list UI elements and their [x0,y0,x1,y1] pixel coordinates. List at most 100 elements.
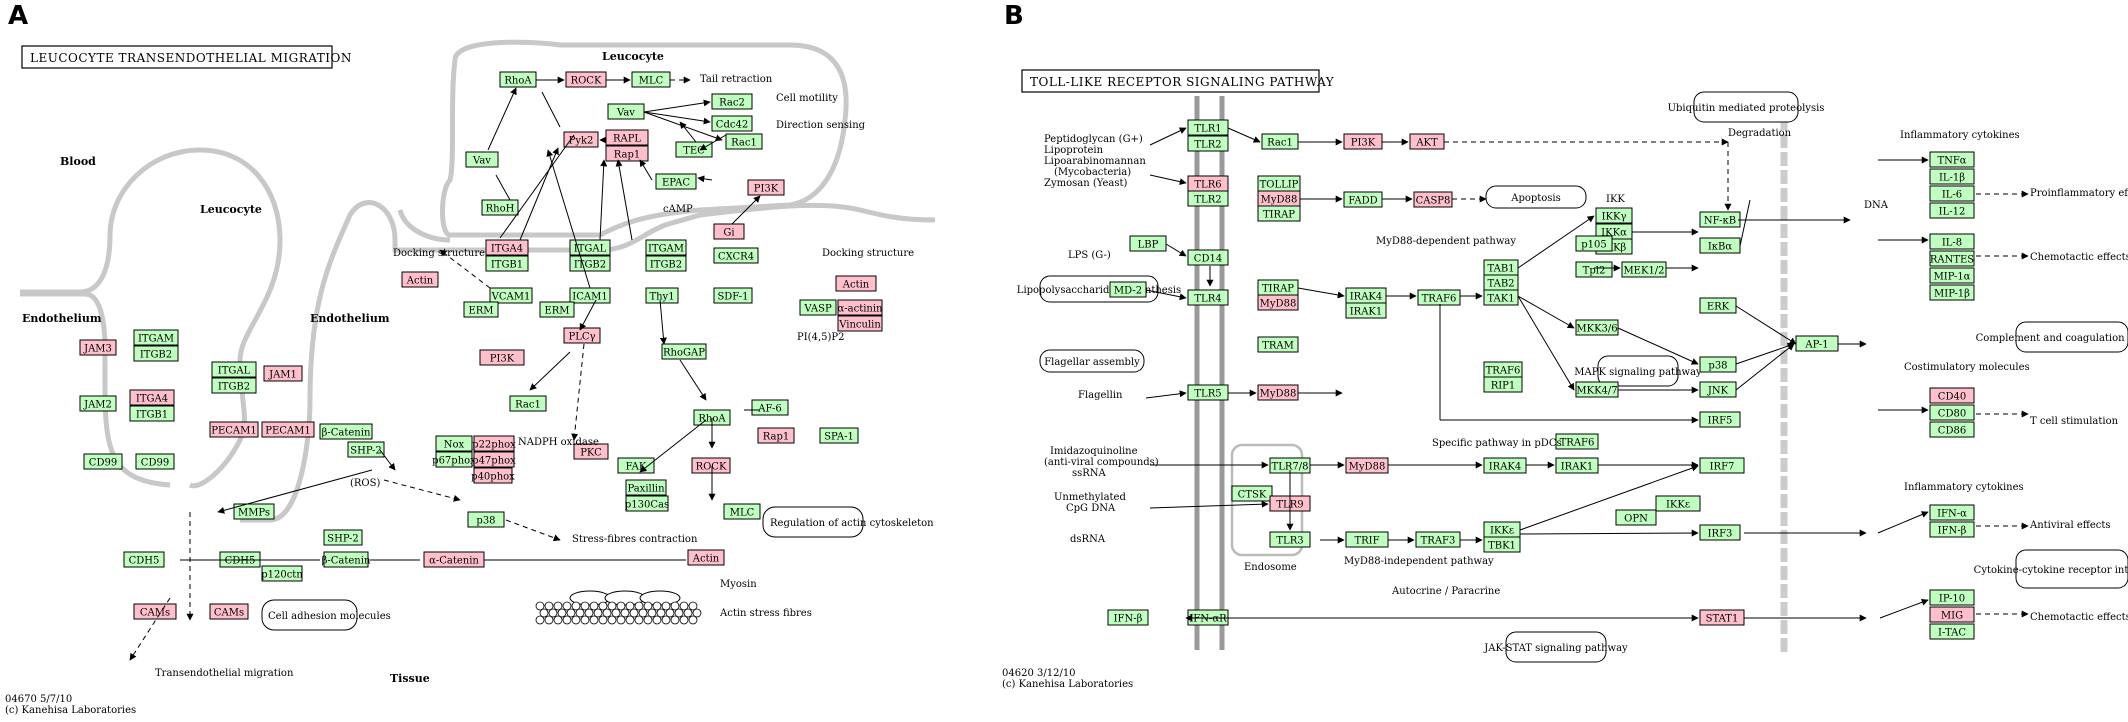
gene-node-shp-2[interactable]: SHP-2 [347,441,385,458]
gene-node-itgb1[interactable]: ITGB1 [485,255,529,272]
gene-node-myd88[interactable]: MyD88 [1257,190,1301,207]
gene-node-pecam1[interactable]: PECAM1 [209,421,259,438]
gene-node-vav[interactable]: Vav [607,103,645,120]
gene-node-irf5[interactable]: IRF5 [1699,411,1741,428]
gene-node-shp-2[interactable]: SHP-2 [323,529,363,546]
gene-node-ifn[interactable]: IFN-β [1107,609,1149,626]
gene-node-akt[interactable]: AKT [1409,133,1445,150]
gene-node-mkk3-6[interactable]: MKK3/6 [1575,319,1619,336]
gene-node-paxillin[interactable]: Paxillin [625,479,667,496]
gene-node-itgam[interactable]: ITGAM [133,329,179,346]
gene-node-il-6[interactable]: IL-6 [1929,185,1975,202]
gene-node-rapl[interactable]: RAPL [605,129,649,146]
gene-node-rhoh[interactable]: RhoH [481,199,519,216]
gene-node-rip1[interactable]: RIP1 [1483,376,1523,393]
gene-node-cdh5[interactable]: CDH5 [123,551,165,568]
pathway-box-lipopolysaccharide-biosynthesi[interactable]: Lipopolysaccharide biosynthesis [1017,275,1181,303]
gene-node-erk[interactable]: ERK [1699,297,1737,314]
gene-node-i-tac[interactable]: I-TAC [1929,623,1975,640]
gene-node-mlc[interactable]: MLC [631,71,671,88]
gene-node-cd86[interactable]: CD86 [1929,421,1975,438]
gene-node-il-1[interactable]: IL-1β [1929,168,1975,185]
gene-node-irf7[interactable]: IRF7 [1699,457,1745,474]
gene-node-mmps[interactable]: MMPs [233,503,275,520]
gene-node-pkc[interactable]: PKC [573,443,609,460]
gene-node-jam3[interactable]: JAM3 [79,339,117,356]
gene-node-traf3[interactable]: TRAF3 [1415,531,1461,548]
gene-node-tlr1[interactable]: TLR1 [1187,119,1229,136]
gene-node-itgal[interactable]: ITGAL [211,361,257,378]
gene-node-cd99[interactable]: CD99 [83,453,123,470]
gene-node-itgb1[interactable]: ITGB1 [129,405,175,422]
gene-node-spa-1[interactable]: SPA-1 [819,427,859,444]
gene-node-mkk4-7[interactable]: MKK4/7 [1575,381,1619,398]
gene-node-casp8[interactable]: CASP8 [1413,191,1453,208]
gene-node-traf6[interactable]: TRAF6 [1555,433,1599,450]
gene-node-epac[interactable]: EPAC [655,173,697,190]
gene-node-rap1[interactable]: Rap1 [757,427,795,444]
gene-node-tirap[interactable]: TIRAP [1257,279,1299,296]
gene-node-tab2[interactable]: TAB2 [1483,274,1519,291]
gene-node-cd14[interactable]: CD14 [1187,249,1229,266]
gene-node-tbk1[interactable]: TBK1 [1483,536,1521,553]
gene-node-p105[interactable]: p105 [1575,235,1613,252]
gene-node-cams[interactable]: CAMs [209,603,249,620]
gene-node-rhoa[interactable]: RhoA [499,71,537,88]
pathway-box-jak-stat-signaling-pathway[interactable]: JAK-STAT signaling pathway [1483,631,1628,663]
gene-node-ip-10[interactable]: IP-10 [1929,589,1975,606]
gene-node-il-12[interactable]: IL-12 [1929,202,1975,219]
gene-node-ctsk[interactable]: CTSK [1231,485,1273,502]
gene-node-mip-1[interactable]: MIP-1β [1929,284,1975,301]
gene-node-pyk2[interactable]: Pyk2 [563,131,599,148]
gene-node-il-8[interactable]: IL-8 [1929,233,1975,250]
gene-node-ifn[interactable]: IFN-β [1929,521,1975,538]
gene-node-catenin[interactable]: β-Catenin [322,551,371,568]
gene-node-rhogap[interactable]: RhoGAP [661,343,707,360]
gene-node-cd40[interactable]: CD40 [1929,387,1975,404]
pathway-box-flagellar-assembly[interactable]: Flagellar assembly [1039,349,1145,373]
gene-node-erm[interactable]: ERM [463,301,499,318]
gene-node-rock[interactable]: ROCK [691,457,731,474]
gene-node-nf-b[interactable]: NF-κB [1699,211,1741,228]
gene-node-tlr2[interactable]: TLR2 [1187,135,1229,152]
gene-node-itgb2[interactable]: ITGB2 [645,255,687,272]
gene-node-mip-1[interactable]: MIP-1α [1929,267,1975,284]
gene-node-traf6[interactable]: TRAF6 [1483,361,1523,378]
gene-node-rac1[interactable]: Rac1 [1261,133,1299,150]
gene-node-vasp[interactable]: VASP [799,299,837,316]
gene-node-tram[interactable]: TRAM [1257,336,1299,353]
gene-node-actin[interactable]: Actin [835,275,877,292]
gene-node-itgal[interactable]: ITGAL [569,239,611,256]
gene-node-ikk[interactable]: IKKγ [1595,207,1633,224]
gene-node-cd99[interactable]: CD99 [135,453,175,470]
pathway-box-ubiquitin-mediated-proteolysis[interactable]: Ubiquitin mediated proteolysis [1668,91,1825,123]
gene-node-cams[interactable]: CAMs [133,603,177,620]
gene-node-p120ctn[interactable]: p120ctn [261,565,303,582]
gene-node-rock[interactable]: ROCK [565,71,607,88]
gene-node-tlr2[interactable]: TLR2 [1187,190,1229,207]
pathway-box-mapk-signaling-pathway[interactable]: MAPK signaling pathway [1574,355,1702,387]
gene-node-tpl2[interactable]: Tpl2 [1575,261,1613,278]
gene-node-lbp[interactable]: LBP [1129,235,1167,252]
gene-node-p38[interactable]: p38 [1699,356,1737,373]
gene-node-tlr3[interactable]: TLR3 [1269,531,1311,548]
gene-node-jam2[interactable]: JAM2 [79,395,117,412]
gene-node-tollip[interactable]: TOLLIP [1257,175,1301,192]
gene-node-p22phox[interactable]: p22phox [472,435,516,452]
gene-node-i-b[interactable]: IκBα [1699,237,1741,254]
gene-node-itga4[interactable]: ITGA4 [129,389,175,406]
gene-node-jam1[interactable]: JAM1 [263,365,303,382]
gene-node-jnk[interactable]: JNK [1699,381,1737,398]
pathway-box-complement-and-coagulation-cas[interactable]: Complement and coagulation cascade [1976,321,2128,353]
gene-node-rantes[interactable]: RANTES [1929,250,1975,267]
gene-node-sdf-1[interactable]: SDF-1 [713,287,753,304]
gene-node-stat1[interactable]: STAT1 [1699,609,1745,626]
gene-node-p67phox[interactable]: p67phox [432,451,476,468]
gene-node-vav[interactable]: Vav [465,151,499,168]
gene-node-tec[interactable]: TEC [675,141,713,158]
gene-node-traf6[interactable]: TRAF6 [1417,289,1461,306]
gene-node-catenin[interactable]: β-Catenin [319,423,373,440]
gene-node-tlr6[interactable]: TLR6 [1187,175,1229,192]
gene-node-tlr4[interactable]: TLR4 [1187,289,1229,306]
gene-node-pi3k[interactable]: PI3K [479,349,525,366]
